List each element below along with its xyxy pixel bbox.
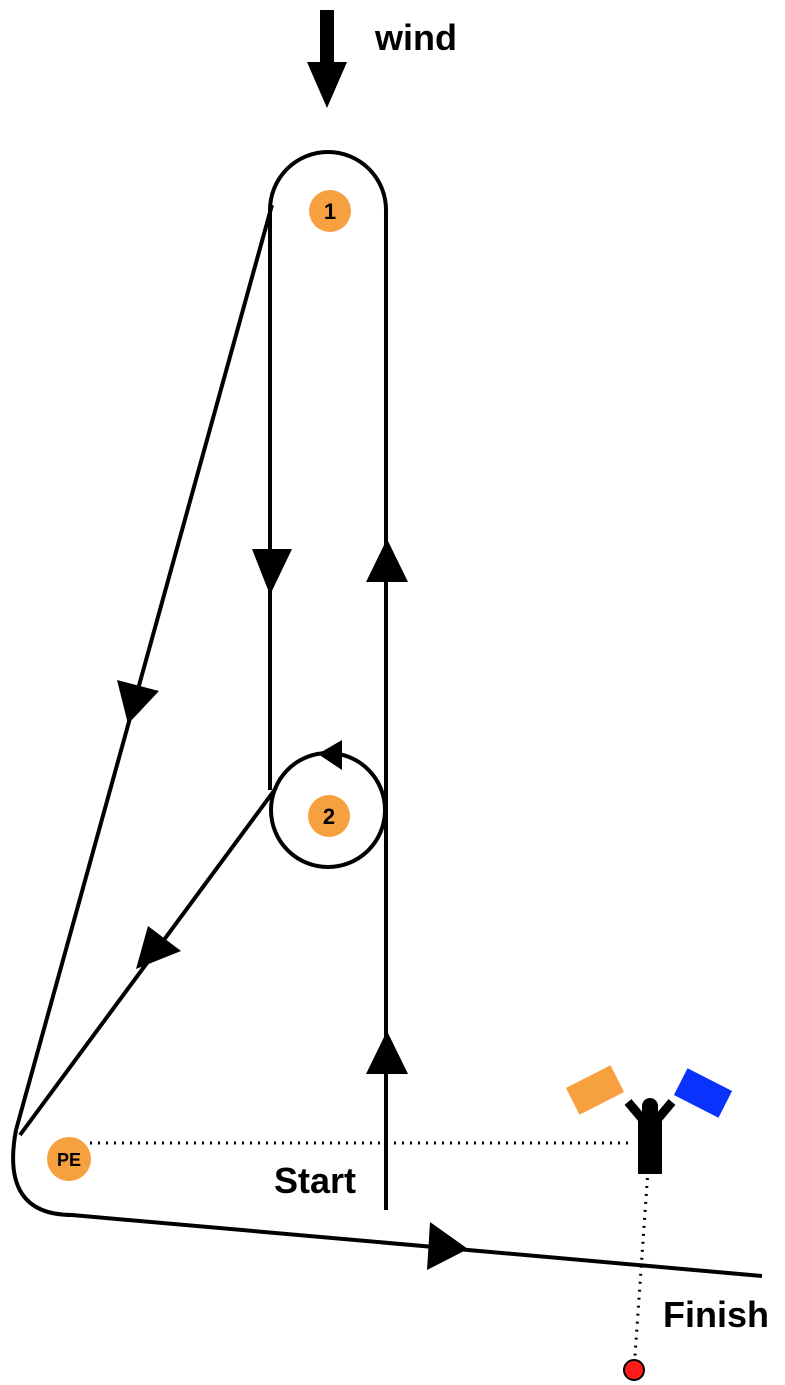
committee-boat-icon xyxy=(624,1098,676,1174)
finish-pin-dot xyxy=(623,1359,645,1381)
mark-1-label: 1 xyxy=(324,199,336,224)
arrowhead-finish-leg xyxy=(427,1222,468,1270)
arrowhead-down-left-side xyxy=(252,549,292,595)
mark-pe: PE xyxy=(47,1137,91,1181)
blue-flag-icon xyxy=(673,1068,733,1118)
finish-line xyxy=(632,1169,650,1371)
course-loop-mark1 xyxy=(268,150,388,1210)
arrowhead-up-right-side-lower xyxy=(366,1031,408,1074)
start-label: Start xyxy=(274,1160,356,1201)
finish-label: Finish xyxy=(663,1294,769,1335)
mark-2-label: 2 xyxy=(323,804,335,829)
mark-1: 1 xyxy=(309,190,351,232)
wind-arrow-icon xyxy=(307,10,347,108)
course-reach-leg xyxy=(14,204,274,1131)
orange-flag-icon xyxy=(565,1065,625,1115)
mark-2: 2 xyxy=(308,795,350,837)
mark-pe-label: PE xyxy=(57,1150,81,1170)
arrowhead-up-right-side-upper xyxy=(366,539,408,582)
arrowhead-mark2-circle xyxy=(318,740,342,770)
course-finish-leg xyxy=(11,1129,763,1278)
arrowhead-leg-mark2-pe xyxy=(136,926,181,969)
arrowhead-reach-leg xyxy=(117,680,159,724)
wind-label: wind xyxy=(374,17,457,58)
